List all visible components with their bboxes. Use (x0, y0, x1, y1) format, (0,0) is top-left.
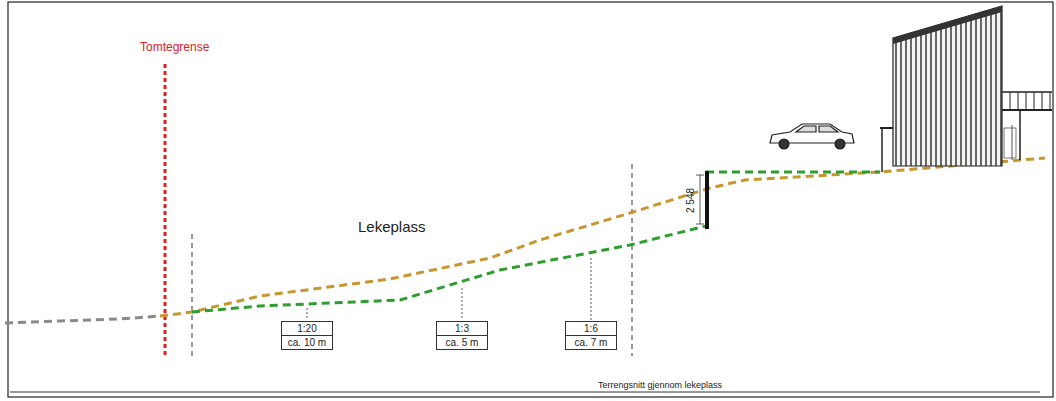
area-label: Lekeplass (358, 218, 426, 235)
dimension-label: 2 548 (686, 187, 697, 212)
slope-text: 1:20 (282, 322, 332, 336)
slope-text: ca. 7 m (566, 336, 616, 349)
slope-text: ca. 10 m (282, 336, 332, 349)
slope-text: 1:3 (437, 322, 487, 336)
slope-box: 1:6ca. 7 m (565, 321, 617, 350)
slope-text: ca. 5 m (437, 336, 487, 349)
slope-text: 1:6 (566, 322, 616, 336)
caption: Terrengsnitt gjennom lekeplass (598, 380, 722, 390)
slope-box: 1:20ca. 10 m (281, 321, 333, 350)
boundary-label: Tomtegrense (140, 40, 209, 54)
slope-box: 1:3ca. 5 m (436, 321, 488, 350)
